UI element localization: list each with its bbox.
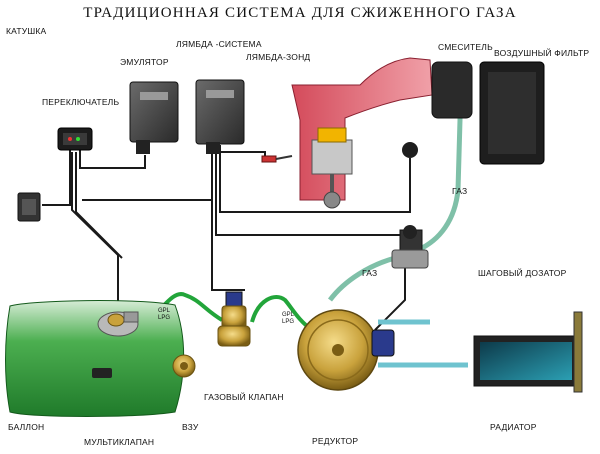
solenoid-valve-icon [217,291,251,347]
gpl-tag-1: GPL [158,308,171,314]
radiator-icon [473,311,583,393]
lambda-system-label: ЛЯМБДА -СИСТЕМА [176,39,262,49]
air-filter-icon [479,61,545,165]
air-filter-label: ВОЗДУШНЫЙ ФИЛЬТР [494,48,590,58]
reducer-label: РЕДУКТОР [312,436,359,446]
engine-cutaway-icon [291,57,433,209]
gas-valve-label: ГАЗОВЫЙ КЛАПАН [204,392,284,402]
lpg-tag-2: LPG [282,319,295,325]
gpl-tag-2: GPL [282,312,295,318]
gas-tank [5,300,185,417]
gas-hose-mixer [416,95,463,253]
fuel-switch-icon [57,127,93,151]
multivalve-label: МУЛЬТИКЛАПАН [84,437,155,447]
page-title: ТРАДИЦИОННАЯ СИСТЕМА ДЛЯ СЖИЖЕННОГО ГАЗА [83,5,517,21]
filler-label: ВЗУ [182,422,199,432]
tank-label: БАЛЛОН [8,422,45,432]
gas-mixer-icon [431,61,473,119]
coil-label: КАТУШКА [6,26,47,36]
multivalve-icon [97,311,139,337]
lambda-probe-icon [261,155,293,163]
radiator-label: РАДИАТОР [490,422,537,432]
stepper-label: ШАГОВЫЙ ДОЗАТОР [478,268,567,278]
ecu-box-icon [129,81,179,154]
engine-sensor-icon [402,142,418,158]
reducer-icon [297,309,395,391]
lpg-tag-1: LPG [158,315,171,321]
ecu-box-icon-2 [195,79,245,154]
green-hose-2 [250,294,314,332]
filler-valve-icon [172,354,196,378]
stepper-motor-icon [391,225,429,269]
gas-label-1: ГАЗ [452,186,468,196]
emulator-label: ЭМУЛЯТОР [120,57,169,67]
tank-gauge [92,368,112,378]
ignition-coil-icon [17,192,41,222]
lambda-probe-label: ЛЯМБДА-ЗОНД [246,52,311,62]
switch-label: ПЕРЕКЛЮЧАТЕЛЬ [42,97,120,107]
mixer-label: СМЕСИТЕЛЬ [438,42,493,52]
gas-hose-reducer [328,255,396,302]
gas-label-2: ГАЗ [362,268,378,278]
